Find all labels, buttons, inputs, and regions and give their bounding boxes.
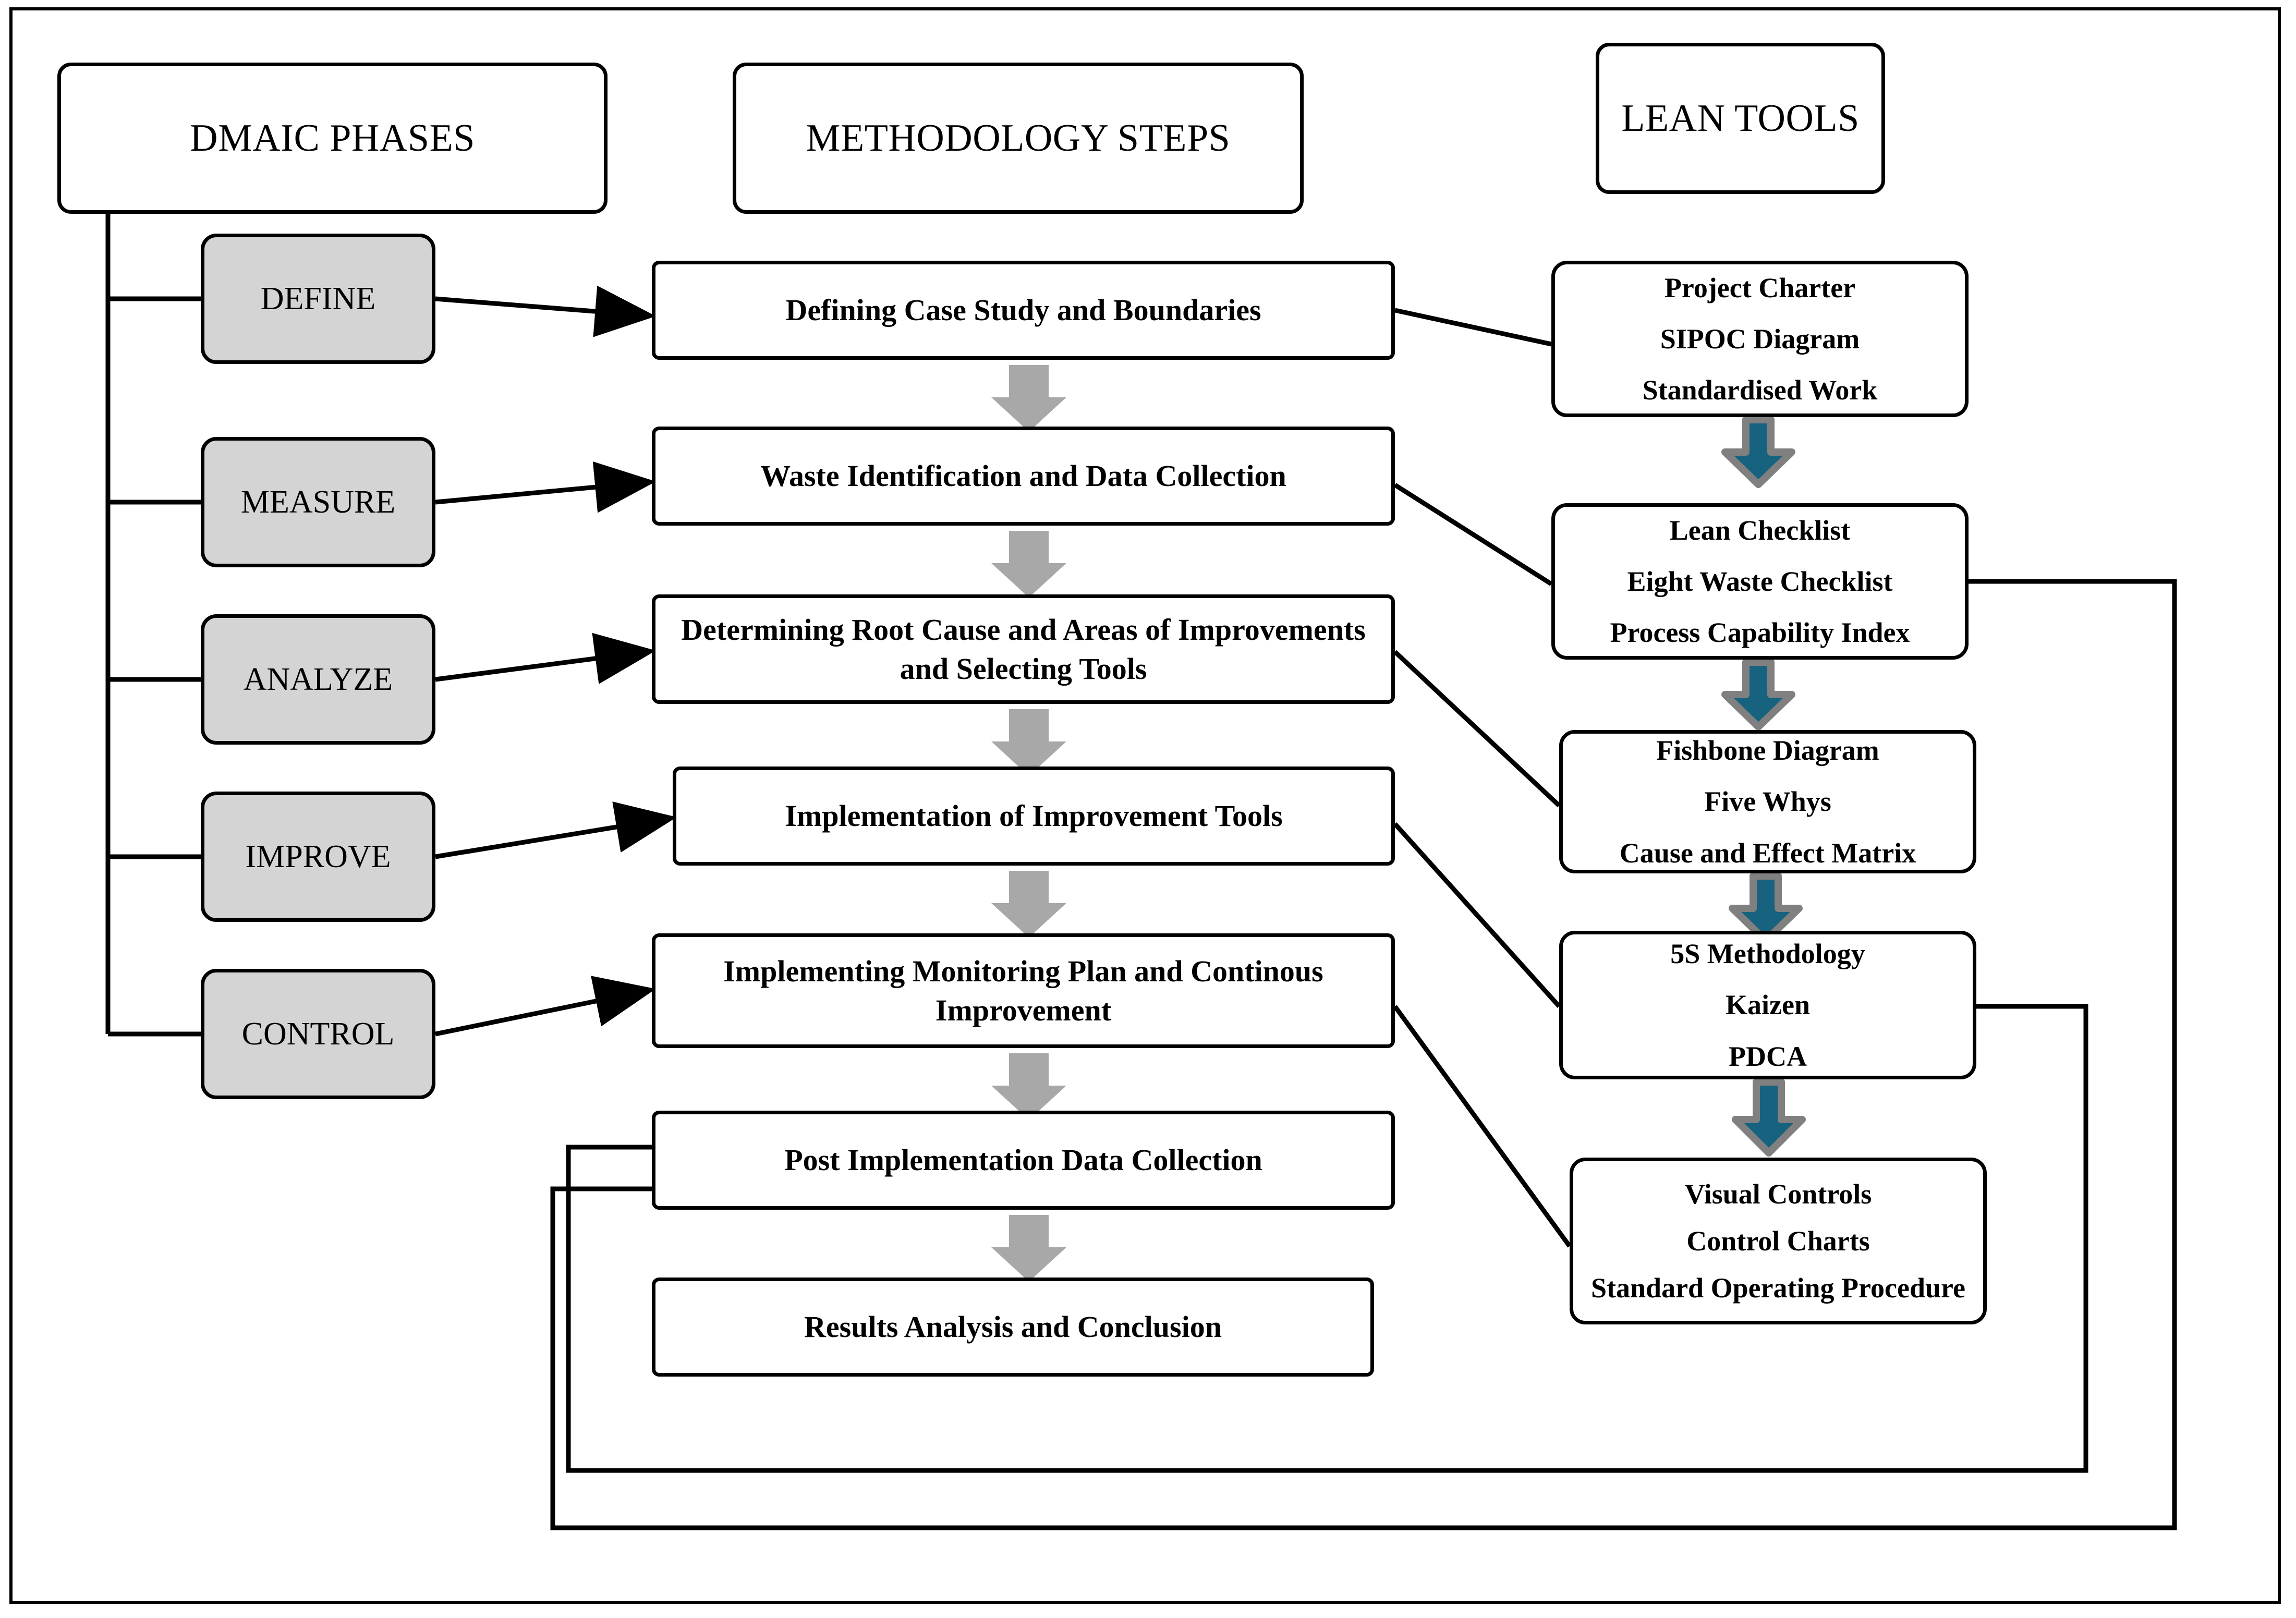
tool-item: Project Charter [1664, 272, 1856, 303]
tool-box-improve-tools[interactable]: 5S Methodology Kaizen PDCA [1559, 931, 1976, 1079]
tool-item: Control Charts [1686, 1225, 1870, 1257]
tool-box-control-tools[interactable]: Visual Controls Control Charts Standard … [1570, 1158, 1987, 1324]
phase-box-control[interactable]: CONTROL [201, 969, 435, 1099]
tool-box-analyze-tools[interactable]: Fishbone Diagram Five Whys Cause and Eff… [1559, 730, 1976, 873]
tool-item: Eight Waste Checklist [1627, 565, 1893, 597]
tool-item: Cause and Effect Matrix [1619, 837, 1916, 869]
header-methodology-steps: METHODOLOGY STEPS [733, 63, 1304, 214]
tool-item: Visual Controls [1684, 1178, 1872, 1210]
phase-box-define[interactable]: DEFINE [201, 234, 435, 364]
tool-item: PDCA [1729, 1040, 1807, 1072]
tool-item: Process Capability Index [1610, 617, 1910, 649]
tool-item: Standardised Work [1642, 374, 1878, 406]
tool-item: SIPOC Diagram [1660, 323, 1860, 355]
phase-box-measure[interactable]: MEASURE [201, 437, 435, 567]
header-lean-tools: LEAN TOOLS [1596, 43, 1885, 194]
tool-item: Lean Checklist [1669, 514, 1851, 546]
step-box-implementing-monitoring-plan[interactable]: Implementing Monitoring Plan and Contino… [652, 933, 1395, 1048]
tool-item: Kaizen [1726, 989, 1810, 1021]
tool-item: 5S Methodology [1670, 938, 1865, 970]
phase-box-analyze[interactable]: ANALYZE [201, 614, 435, 745]
step-box-results-analysis-conclusion[interactable]: Results Analysis and Conclusion [652, 1278, 1374, 1377]
step-box-implementation-of-improvement-tools[interactable]: Implementation of Improvement Tools [673, 767, 1395, 866]
phase-box-improve[interactable]: IMPROVE [201, 792, 435, 922]
tool-box-measure-tools[interactable]: Lean Checklist Eight Waste Checklist Pro… [1551, 503, 1969, 660]
header-dmaic-phases: DMAIC PHASES [57, 63, 608, 214]
step-box-waste-identification[interactable]: Waste Identification and Data Collection [652, 427, 1395, 526]
step-box-post-implementation-data-collection[interactable]: Post Implementation Data Collection [652, 1111, 1395, 1210]
tool-item: Standard Operating Procedure [1590, 1272, 1965, 1304]
tool-item: Five Whys [1704, 786, 1831, 818]
tool-item: Fishbone Diagram [1656, 735, 1879, 767]
step-box-determining-root-cause[interactable]: Determining Root Cause and Areas of Impr… [652, 594, 1395, 704]
step-box-defining-case-study[interactable]: Defining Case Study and Boundaries [652, 261, 1395, 360]
tool-box-define-tools[interactable]: Project Charter SIPOC Diagram Standardis… [1551, 261, 1969, 417]
